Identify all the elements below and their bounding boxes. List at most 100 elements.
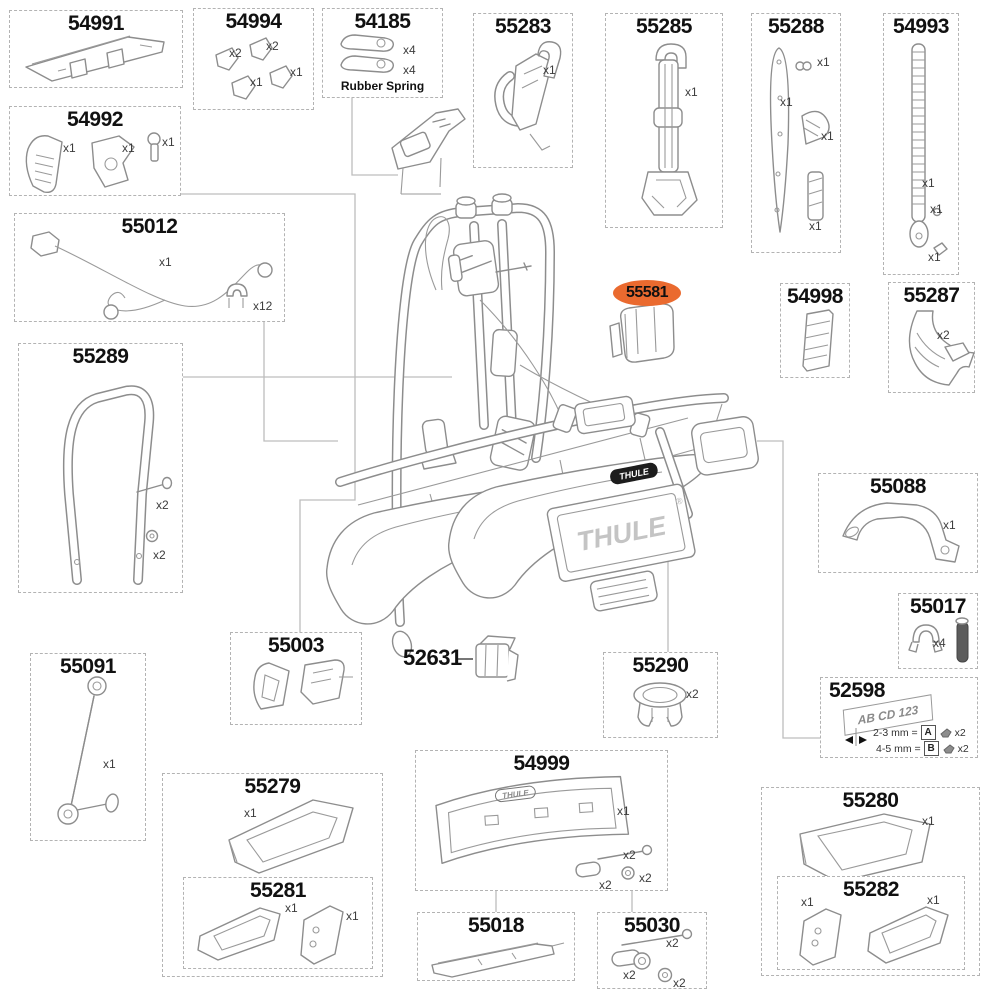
quantity: x2	[639, 871, 652, 885]
part-box-54994[interactable]: 54994 x2 x2 x1 x1	[193, 8, 314, 110]
part-number: 55283	[495, 15, 551, 38]
part-number: 55282	[843, 878, 899, 901]
quantity: x2	[666, 936, 679, 950]
part-sketch	[31, 654, 147, 842]
holder-52631-sketch	[475, 635, 519, 682]
clip-icon	[942, 744, 955, 754]
part-number: 55288	[768, 15, 824, 38]
part-box-54185[interactable]: 54185 x4 x4 Rubber Spring	[322, 8, 443, 98]
size-range: 2-3 mm =	[873, 726, 918, 739]
quantity: x2	[957, 742, 969, 755]
part-box-55088[interactable]: 55088 x1	[818, 473, 978, 573]
letter-badge: A	[920, 725, 936, 740]
quantity: x4	[403, 43, 416, 57]
part-box-54991[interactable]: 54991	[9, 10, 183, 88]
part-box-55018[interactable]: 55018	[417, 912, 575, 981]
part-box-55003[interactable]: 55003	[230, 632, 362, 725]
part-number: 55289	[72, 345, 129, 368]
part-box-55030[interactable]: 55030 x2 x2 x2	[597, 912, 707, 990]
quantity: x1	[543, 63, 556, 77]
thule-logo-text: THULE	[502, 788, 530, 800]
quantity: x2	[266, 39, 279, 53]
quantity: x2	[156, 498, 169, 512]
highlighted-part-55581[interactable]: 55581	[613, 280, 681, 306]
part-box-55288[interactable]: 55288 x1 x1 x1 x1	[751, 13, 841, 253]
quantity: x1	[821, 129, 834, 143]
quantity: x2	[623, 968, 636, 982]
quantity: x1	[801, 895, 814, 909]
quantity: x1	[285, 901, 298, 915]
part-box-55283[interactable]: 55283 x1	[473, 13, 573, 168]
thule-watermark: THULE	[574, 510, 669, 557]
part-number: 54993	[893, 15, 949, 38]
part-box-54999[interactable]: 54999 THULE x1 x2 x2 x2	[415, 750, 668, 892]
size-row-b: 4-5 mm = B x2	[876, 741, 969, 756]
part-number: 55088	[870, 475, 926, 498]
quantity: x1	[930, 202, 943, 216]
quantity: x1	[244, 806, 257, 820]
part-box-55091[interactable]: 55091 x1	[30, 653, 146, 841]
part-box-55289[interactable]: 55289 x2 x2	[18, 343, 183, 593]
part-number: 54185	[354, 10, 411, 33]
part-number: 55285	[636, 15, 692, 38]
part-number: 52631	[403, 645, 462, 670]
quantity: x1	[103, 757, 116, 771]
quantity: x2	[599, 878, 612, 892]
part-number: 55287	[903, 284, 960, 307]
part-sketch	[606, 14, 724, 229]
part-box-55017[interactable]: 55017 x4	[898, 593, 978, 669]
part-sketch	[884, 14, 960, 276]
part-box-55285[interactable]: 55285 x1	[605, 13, 723, 228]
part-box-54992[interactable]: 54992 x1 x1 x1	[9, 106, 181, 196]
part-number: 54991	[68, 12, 124, 35]
quantity: x2	[673, 976, 686, 990]
part-box-54998[interactable]: 54998	[780, 283, 850, 378]
part-number: 55280	[842, 789, 899, 812]
quantity: x4	[933, 636, 946, 650]
part-box-54993[interactable]: 54993 x1 x1 x1	[883, 13, 959, 275]
quantity: x1	[250, 75, 263, 89]
part-number: 55003	[268, 634, 324, 657]
quantity: x2	[153, 548, 166, 562]
holder-55581-sketch	[609, 303, 675, 363]
quantity: x1	[817, 55, 830, 69]
license-plate-area: THULE ®	[546, 483, 696, 582]
part-number: 54994	[225, 10, 282, 33]
registered-mark: ®	[675, 496, 684, 507]
quantity: x2	[686, 687, 699, 701]
quantity: x1	[922, 176, 935, 190]
part-number: 55091	[60, 655, 116, 678]
part-number: 54992	[67, 108, 123, 131]
part-number: 52598	[829, 679, 885, 702]
part-number: 55281	[250, 879, 306, 902]
size-row-a: 2-3 mm = A x2	[873, 725, 966, 740]
part-box-52598[interactable]: 52598 AB CD 123 2-3 mm = A x2 4-5 mm = B…	[820, 677, 978, 758]
part-number: 55581	[626, 284, 669, 301]
part-number: 55017	[910, 595, 966, 618]
part-number-52631[interactable]: 52631	[403, 645, 462, 671]
part-number: 55290	[632, 654, 689, 677]
part-number: 54998	[787, 285, 843, 308]
part-box-55281[interactable]: 55281 x1 x1	[183, 877, 373, 969]
part-box-55012[interactable]: 55012 x1 x12	[14, 213, 285, 322]
quantity: x2	[954, 726, 966, 739]
part-caption: Rubber Spring	[340, 79, 425, 93]
part-box-55282[interactable]: 55282 x1 x1	[777, 876, 965, 970]
part-box-55287[interactable]: 55287 x2	[888, 282, 975, 393]
plate-text: AB CD 123	[857, 702, 919, 728]
size-range: 4-5 mm =	[876, 742, 921, 755]
quantity: x1	[122, 141, 135, 155]
bike-rack-drawing: THULE ® THULE	[325, 193, 759, 658]
quantity: x1	[685, 85, 698, 99]
quantity: x1	[928, 250, 941, 264]
clip-icon	[939, 728, 952, 738]
thule-badge-text: THULE	[618, 466, 650, 482]
quantity: x4	[403, 63, 416, 77]
part-number: 55030	[624, 914, 680, 937]
quantity: x1	[346, 909, 359, 923]
part-box-55290[interactable]: 55290 x2	[603, 652, 718, 738]
quantity: x1	[943, 518, 956, 532]
quantity: x1	[922, 814, 935, 828]
quantity: x1	[809, 219, 822, 233]
